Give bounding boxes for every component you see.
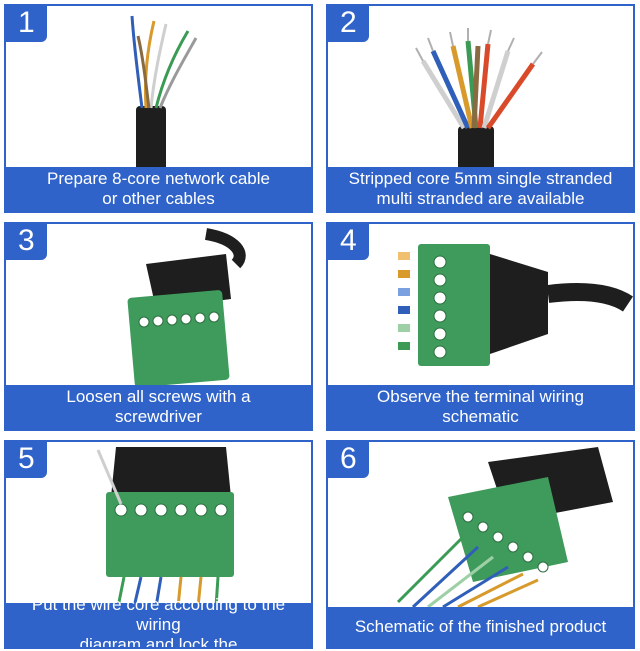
step-caption: Observe the terminal wiring schematic xyxy=(328,385,633,429)
step-caption-text: Stripped core 5mm single stranded multi … xyxy=(348,169,613,208)
finished-product-illustration xyxy=(396,447,613,609)
step-caption: Schematic of the finished product xyxy=(328,607,633,647)
step-caption-text: Observe the terminal wiring schematic xyxy=(377,387,584,426)
step-caption: Put the wire core according to the wirin… xyxy=(6,595,311,647)
step-panel-3: 3 Loosen all screws with a screwdriver xyxy=(4,222,313,431)
cable-illustration xyxy=(130,15,198,181)
step-panel-4: 4 Observe the terminal wiring schematic xyxy=(326,222,635,431)
step-number: 5 xyxy=(6,442,47,478)
step-panel-6: 6 Schematic of the finished product xyxy=(326,440,635,649)
wire-insertion-illustration xyxy=(96,447,234,608)
step-caption: Stripped core 5mm single stranded multi … xyxy=(328,167,633,211)
stripped-cable-illustration xyxy=(415,28,543,186)
step-number: 2 xyxy=(328,6,369,42)
step-caption-text: Schematic of the finished product xyxy=(354,617,607,636)
step-panel-5: 5 Put the wire core according to the wir… xyxy=(4,440,313,649)
step-number: 3 xyxy=(6,224,47,260)
step-caption-text: Prepare 8-core network cable or other ca… xyxy=(46,169,270,208)
step-number: 4 xyxy=(328,224,369,260)
step-caption-text: Put the wire core according to the wirin… xyxy=(31,595,286,649)
step-number: 1 xyxy=(6,6,47,42)
step-panel-2: 2 Stripped core 5mm single stranded mult… xyxy=(326,4,635,213)
step-caption: Loosen all screws with a screwdriver xyxy=(6,385,311,429)
step-caption-text: Loosen all screws with a screwdriver xyxy=(66,387,251,426)
step-caption: Prepare 8-core network cable or other ca… xyxy=(6,167,311,211)
wiring-schematic-illustration xyxy=(398,244,633,366)
step-panel-1: 1 Prepare 8-core network cable or other … xyxy=(4,4,313,213)
terminal-block-illustration xyxy=(127,228,246,388)
step-number: 6 xyxy=(328,442,369,478)
